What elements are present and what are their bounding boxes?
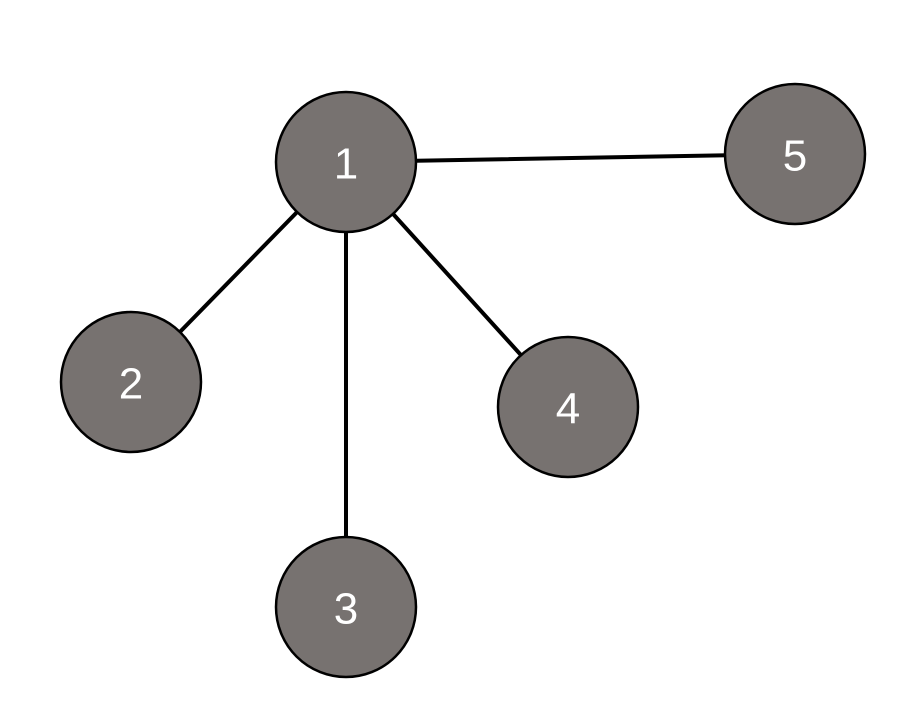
- node-circle-3: [274, 535, 418, 679]
- node-circle-2: [59, 310, 203, 454]
- node-label-2: 2: [119, 360, 143, 409]
- node-3: 3: [274, 535, 418, 679]
- node-circle-4: [496, 335, 640, 479]
- node-label-4: 4: [556, 385, 580, 434]
- node-label-1: 1: [334, 140, 358, 189]
- edge-1-5: [344, 152, 797, 164]
- node-5: 5: [723, 82, 867, 226]
- node-circle-1: [274, 90, 418, 234]
- node-4: 4: [496, 335, 640, 479]
- node-2: 2: [59, 310, 203, 454]
- node-label-5: 5: [783, 132, 807, 181]
- node-circle-5: [723, 82, 867, 226]
- node-label-3: 3: [334, 585, 358, 634]
- node-1: 1: [274, 90, 418, 234]
